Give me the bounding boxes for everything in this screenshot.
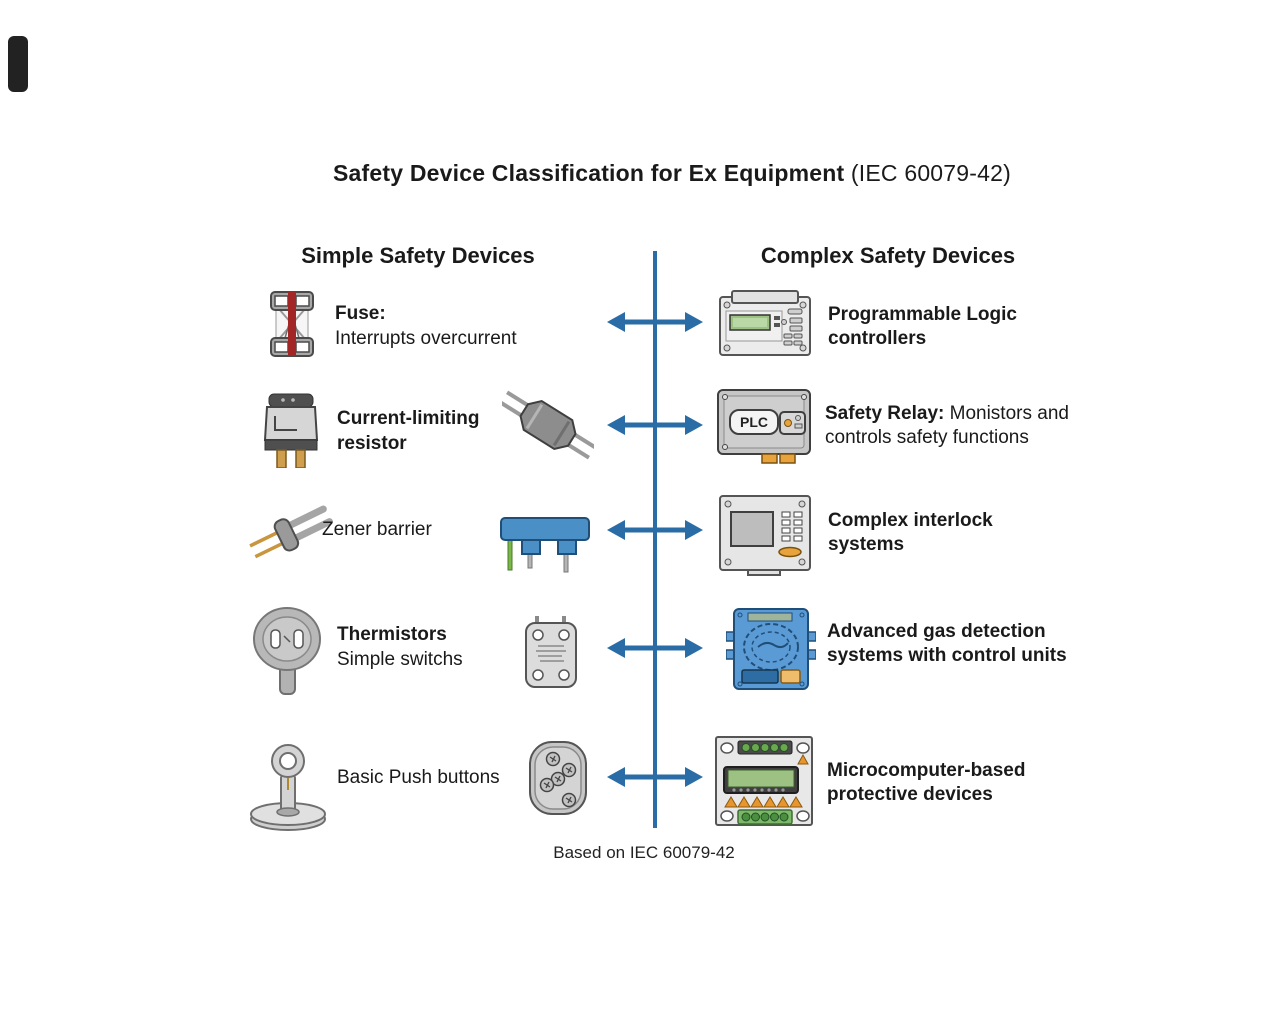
page-title: Safety Device Classification for Ex Equi… [60,160,1284,187]
footer-note: Based on IEC 60079-42 [553,843,735,862]
fuse-label: Fuse: Interrupts overcurrent [335,301,575,351]
title-main: Safety Device Classification for Ex Equi… [333,160,845,186]
interlock-panel-icon [718,492,812,578]
safety-relay-label: Safety Relay: Monistors and controls saf… [825,402,1115,450]
double-arrow-icon [607,520,703,540]
plc-text-label: PLC [740,414,768,430]
zener-barrier-label: Zener barrier [322,517,522,542]
thermistor-disc-icon [250,606,328,696]
double-arrow-icon [607,767,703,787]
fuse-desc: Interrupts overcurrent [335,328,517,349]
thermistors-title: Thermistors [337,624,447,645]
fuse-icon [266,290,318,358]
divider-line [653,251,657,828]
current-limiting-resistor-title: Current-limiting resistor [337,408,480,454]
push-button-key-icon [248,740,328,832]
zener-barrier-text: Zener barrier [322,519,432,540]
protective-relay-icon [714,735,814,827]
double-arrow-icon [607,638,703,658]
switch-plate-icon [522,616,580,690]
push-buttons-text: Basic Push buttons [337,767,500,788]
current-limiting-resistor-label: Current-limiting resistor [337,406,522,456]
axial-resistor-icon [499,386,597,464]
safety-relay-title: Safety Relay: [825,403,945,424]
plc-label: Programmable Logic controllers [828,304,1017,349]
double-arrow-icon [607,312,703,332]
push-button-cluster-icon [528,740,588,816]
gas-detector-icon [725,606,817,692]
thermistors-label: Thermistors Simple switchs [337,622,537,672]
safety-relay-icon: PLC [716,388,812,464]
safety-relay-desc: Monistors and controls safety functions [825,403,1069,448]
column-header-complex: Complex Safety Devices [760,243,1016,268]
interlock-label: Complex interlock systems [828,510,993,555]
microcomputer-label: Microcomputer-based protective devices [827,760,1026,805]
fuse-title: Fuse: [335,303,386,324]
gas-detection-label: Advanced gas detection systems with cont… [827,621,1067,666]
thermistors-desc: Simple switchs [337,649,463,670]
transistor-component-icon [261,392,321,469]
push-buttons-label: Basic Push buttons [337,765,557,790]
corner-artifact [8,36,28,92]
zener-diode-icon [246,500,334,564]
title-suffix: (IEC 60079-42) [844,160,1011,186]
plc-controller-icon [718,289,812,359]
zener-barrier-icon [498,512,592,574]
column-header-simple: Simple Safety Devices [301,243,535,268]
double-arrow-icon [607,415,703,435]
